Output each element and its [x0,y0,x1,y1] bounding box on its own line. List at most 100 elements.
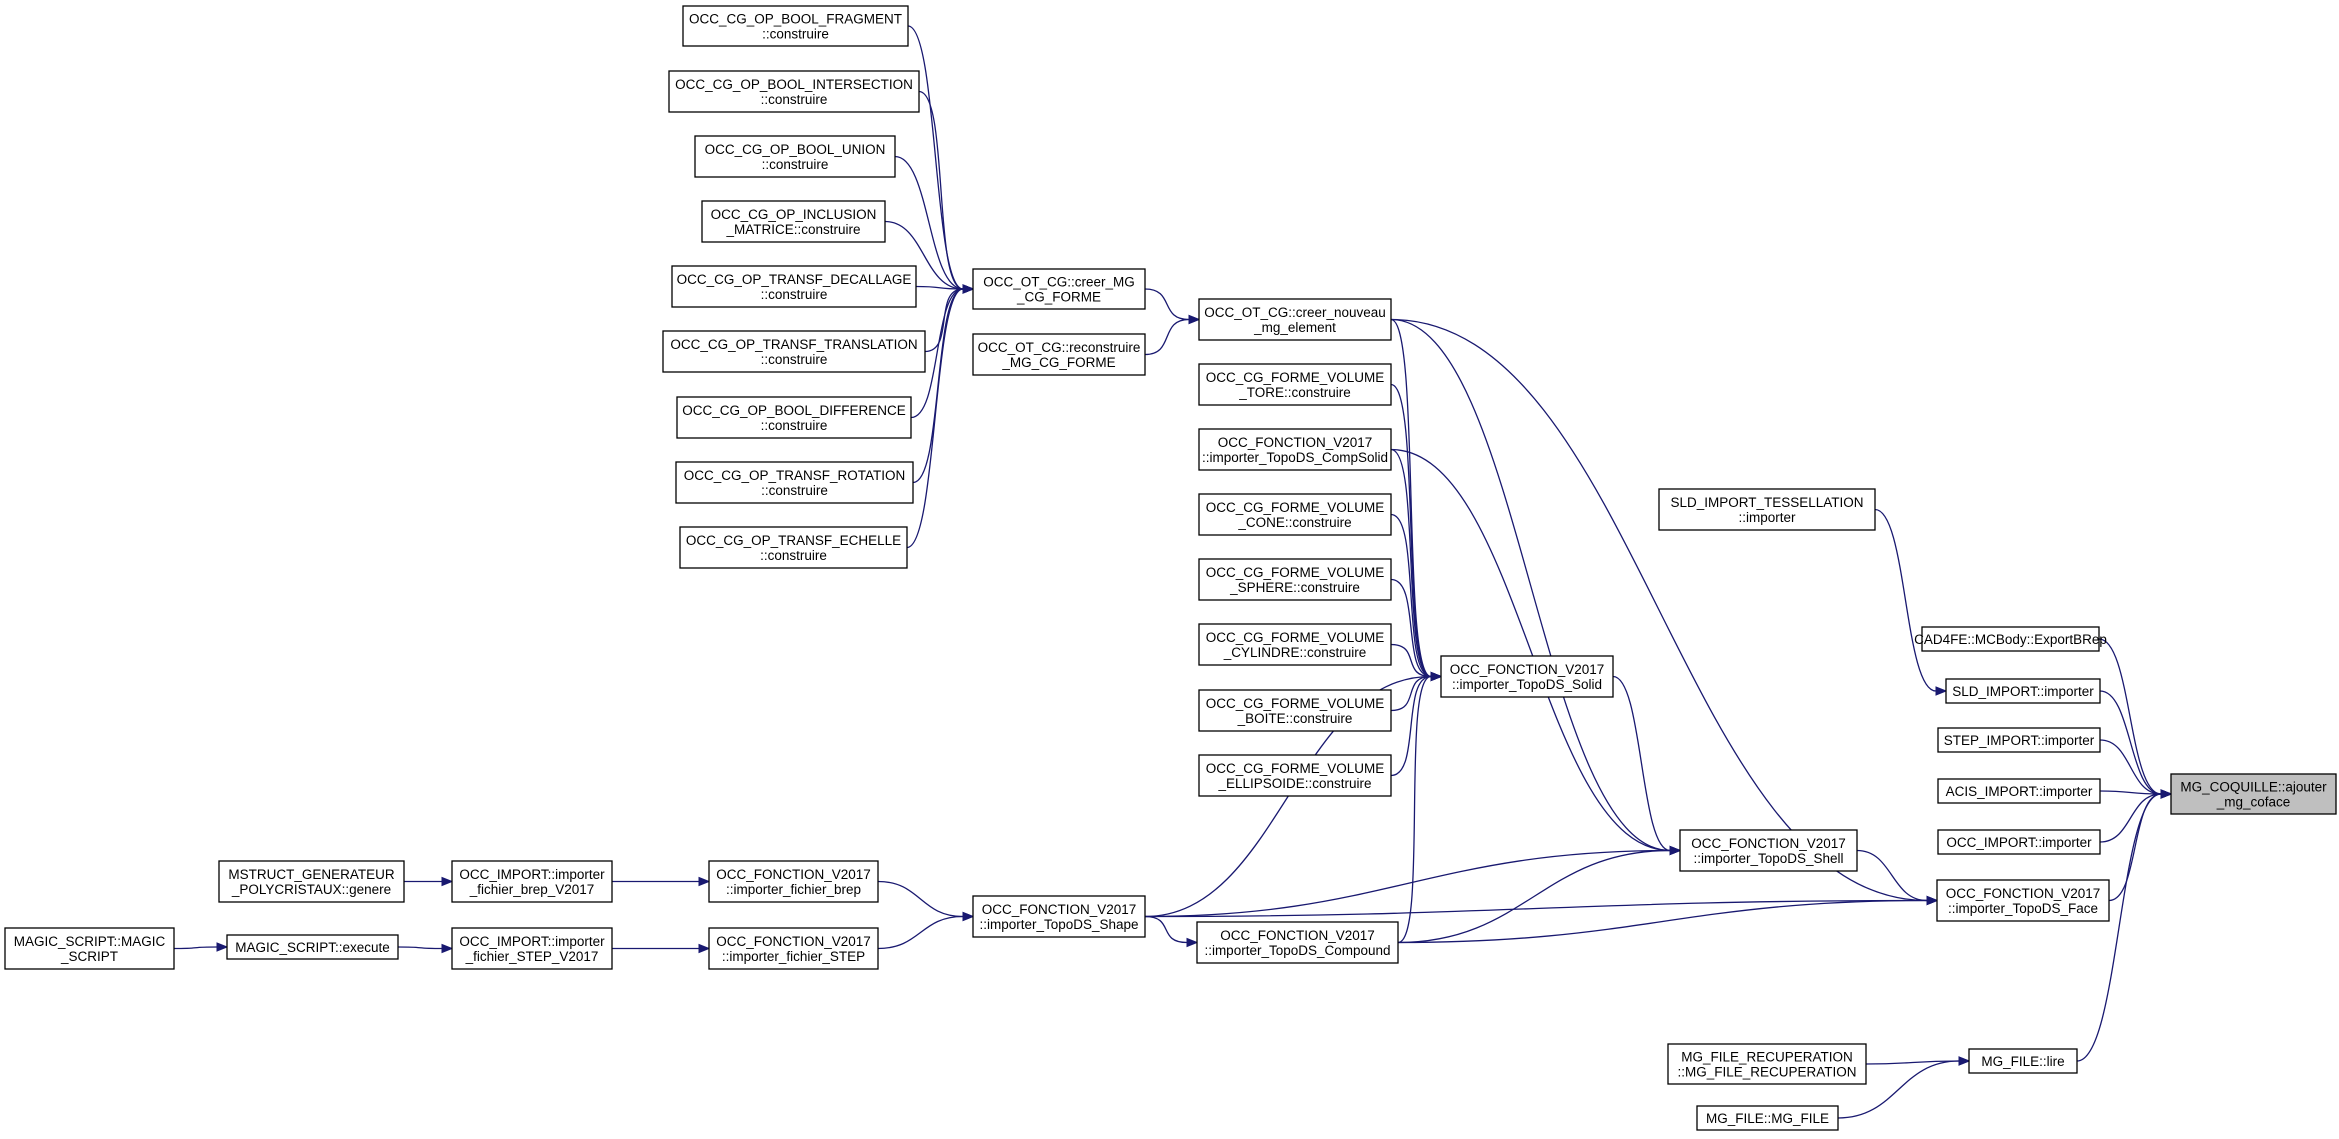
node-label-line: ::importer_TopoDS_Shape [979,917,1138,932]
node-occ_imp[interactable]: OCC_IMPORT::importer [1937,829,2101,855]
node-reconstruire[interactable]: OCC_OT_CG::reconstruire_MG_CG_FORME [972,333,1146,376]
node-cylindre[interactable]: OCC_CG_FORME_VOLUME_CYLINDRE::construire [1198,623,1392,666]
node-transf_rot[interactable]: OCC_CG_OP_TRANSF_ROTATION::construire [675,461,914,504]
node-label-line: OCC_CG_FORME_VOLUME [1206,696,1385,711]
edge-line [894,155,964,290]
node-creer_mg[interactable]: OCC_OT_CG::creer_MG_CG_FORME [972,268,1146,310]
node-shape[interactable]: OCC_FONCTION_V2017::importer_TopoDS_Shap… [972,895,1146,938]
edge-arrowhead [698,876,711,887]
node-label-line: STEP_IMPORT::importer [1944,733,2095,748]
node-box [1945,678,2101,704]
edge-line [2098,638,2162,795]
node-transf_ech[interactable]: OCC_CG_OP_TRANSF_ECHELLE::construire [679,526,908,569]
edge-line [1397,675,1432,944]
node-box [451,927,613,970]
edge-line [1390,318,1432,678]
node-cad4fe[interactable]: CAD4FE::MCBody::ExportBRep [1914,626,2107,652]
edge-magic_exec-to-occ_step [397,943,454,954]
node-label-line: OCC_CG_FORME_VOLUME [1206,565,1385,580]
node-shell[interactable]: OCC_FONCTION_V2017::importer_TopoDS_Shel… [1679,829,1858,872]
node-label-line: OCC_OT_CG::reconstruire [978,340,1141,355]
edge-imp_brep-to-shape [877,880,975,922]
node-label-line: MAGIC_SCRIPT::MAGIC [14,934,166,949]
node-label-line: OCC_IMPORT::importer [459,867,605,882]
edge-cone-to-solid [1390,513,1443,682]
node-box [218,860,405,903]
node-label-line: ::importer_TopoDS_CompSolid [1202,450,1388,465]
node-label-line: ACIS_IMPORT::importer [1946,784,2093,799]
node-sld_tess[interactable]: SLD_IMPORT_TESSELLATION::importer [1658,488,1876,531]
edge-line [910,288,964,419]
node-compound[interactable]: OCC_FONCTION_V2017::importer_TopoDS_Comp… [1196,921,1399,964]
node-creer_nouveau[interactable]: OCC_OT_CG::creer_nouveau_mg_element [1198,298,1392,341]
node-imp_step[interactable]: OCC_FONCTION_V2017::importer_fichier_STE… [708,927,879,970]
edge-compound-to-solid [1397,671,1443,944]
edge-arrowhead [1926,895,1939,906]
edge-bool_inter-to-creer_mg [918,90,975,294]
node-acis_imp[interactable]: ACIS_IMPORT::importer [1937,778,2101,804]
edge-arrowhead [1958,1056,1971,1066]
node-label-line: OCC_FONCTION_V2017 [716,934,871,949]
node-occ_step[interactable]: OCC_IMPORT::importer_fichier_STEP_V2017 [451,927,613,970]
node-box [662,330,926,373]
node-label-line: MSTRUCT_GENERATEUR [228,867,395,882]
node-sld_imp[interactable]: SLD_IMPORT::importer [1945,678,2101,704]
node-boite[interactable]: OCC_CG_FORME_VOLUME_BOITE::construire [1198,689,1392,732]
node-label-line: ::construire [761,352,828,367]
node-label-line: _CG_FORME [1016,290,1101,305]
edge-line [1390,318,1671,852]
node-bool_inter[interactable]: OCC_CG_OP_BOOL_INTERSECTION::construire [668,70,920,113]
node-op_inclusion[interactable]: OCC_CG_OP_INCLUSION_MATRICE::construire [701,200,886,243]
edge-line [397,946,443,950]
node-label-line: OCC_IMPORT::importer [459,934,605,949]
node-magic_exec[interactable]: MAGIC_SCRIPT::execute [226,934,399,960]
edge-line [2076,793,2162,1062]
node-label-line: SLD_IMPORT_TESSELLATION [1670,495,1863,510]
node-mgfile_recup[interactable]: MG_FILE_RECUPERATION::MG_FILE_RECUPERATI… [1667,1043,1867,1085]
node-label-line: OCC_IMPORT::importer [1946,835,2092,850]
node-box [1937,829,2101,855]
node-box [1921,626,2100,652]
node-label-line: ::construire [761,92,828,107]
edge-arrowhead [962,911,975,922]
edge-line [1390,448,1432,678]
node-magic_ctor[interactable]: MAGIC_SCRIPT::MAGIC_SCRIPT [4,927,175,970]
edge-line [1144,318,1190,356]
node-label-line: MAGIC_SCRIPT::execute [235,940,390,955]
node-root[interactable]: MG_COQUILLE::ajouter_mg_coface [2170,773,2337,815]
node-transf_trans[interactable]: OCC_CG_OP_TRANSF_TRANSLATION::construire [662,330,926,373]
node-imp_brep[interactable]: OCC_FONCTION_V2017::importer_fichier_bre… [708,860,879,903]
node-step_imp[interactable]: STEP_IMPORT::importer [1937,727,2101,753]
node-bool_union[interactable]: OCC_CG_OP_BOOL_UNION::construire [694,135,896,178]
node-transf_dec[interactable]: OCC_CG_OP_TRANSF_DECALLAGE::construire [671,265,917,308]
edge-mgfile_lire-to-root [2076,789,2173,1062]
node-bool_diff[interactable]: OCC_CG_OP_BOOL_DIFFERENCE::construire [676,396,912,439]
node-occ_brep[interactable]: OCC_IMPORT::importer_fichier_brep_V2017 [451,860,613,903]
edge-line [2099,790,2162,795]
edge-line [1390,578,1432,678]
node-box [972,268,1146,310]
node-mgfile_lire[interactable]: MG_FILE::lire [1968,1048,2078,1074]
node-box [451,860,613,903]
node-cone[interactable]: OCC_CG_FORME_VOLUME_CONE::construire [1198,493,1392,536]
node-label-line: ::importer_fichier_brep [726,882,861,897]
node-ellipsoide[interactable]: OCC_CG_FORME_VOLUME_ELLIPSOIDE::construi… [1198,754,1392,797]
edge-line [1837,1060,1960,1119]
node-box [708,927,879,970]
node-bool_frag[interactable]: OCC_CG_OP_BOOL_FRAGMENT::construire [682,5,909,47]
edge-magic_ctor-to-magic_exec [173,942,229,952]
node-sphere[interactable]: OCC_CG_FORME_VOLUME_SPHERE::construire [1198,558,1392,601]
edge-line [1865,1060,1960,1065]
node-mgfile_ctor[interactable]: MG_FILE::MG_FILE [1696,1105,1839,1131]
node-mstruct[interactable]: MSTRUCT_GENERATEUR_POLYCRISTAUX::genere [218,860,405,903]
node-face[interactable]: OCC_FONCTION_V2017::importer_TopoDS_Face [1936,879,2110,922]
node-label-line: OCC_OT_CG::creer_MG [983,275,1135,290]
node-compsolid[interactable]: OCC_FONCTION_V2017::importer_TopoDS_Comp… [1198,428,1392,471]
node-label-line: OCC_CG_OP_BOOL_UNION [705,142,886,157]
edge-line [1144,288,1190,321]
node-tore[interactable]: OCC_CG_FORME_VOLUME_TORE::construire [1198,363,1392,406]
edge-arrowhead [1430,671,1443,682]
node-solid[interactable]: OCC_FONCTION_V2017::importer_TopoDS_Soli… [1440,655,1614,698]
node-label-line: _mg_element [1253,320,1336,335]
edge-line [1390,675,1432,712]
